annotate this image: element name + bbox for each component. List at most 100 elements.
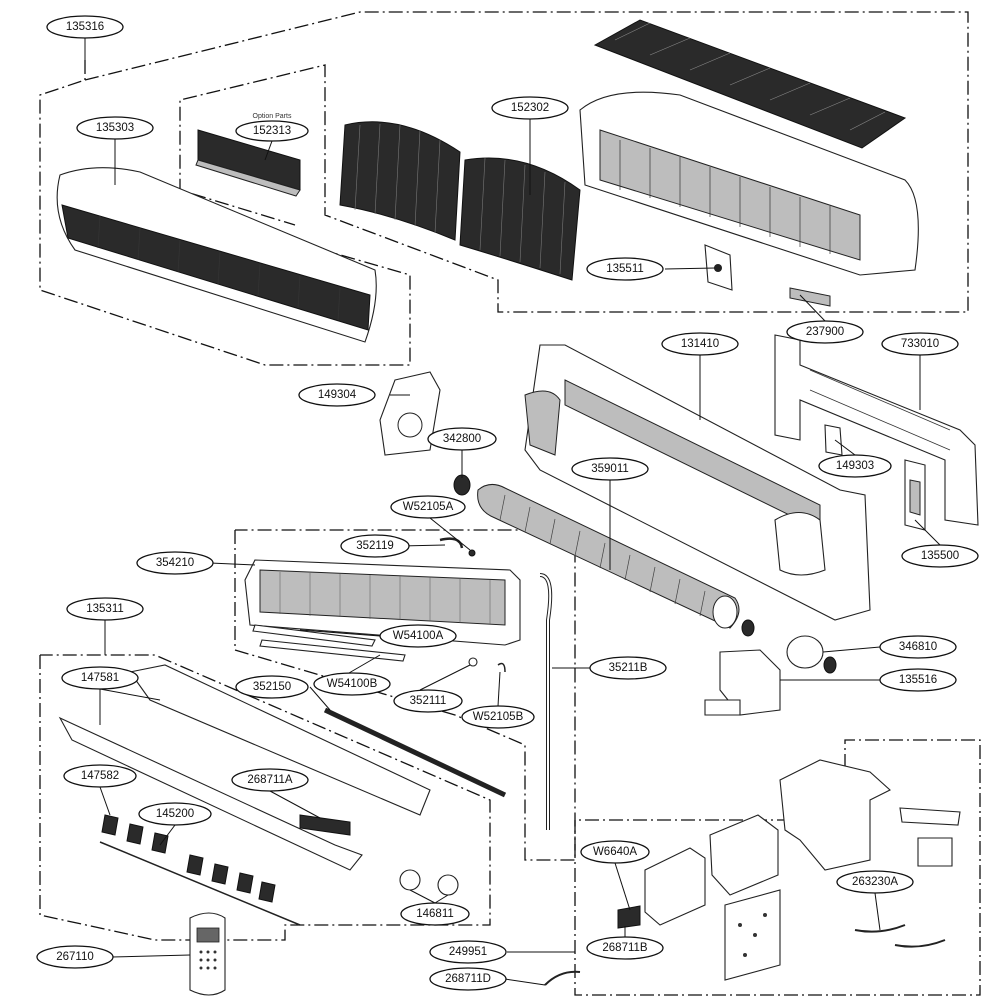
label-147581: 147581 — [61, 666, 139, 690]
label-135511: 135511 — [586, 257, 664, 281]
control-box-part — [544, 759, 961, 986]
bearing-holder-part — [379, 371, 441, 456]
label-267110: 267110 — [36, 945, 114, 969]
group-outline-evaporator — [234, 529, 576, 861]
label-text: 263230A — [852, 876, 898, 888]
label-text: 147581 — [81, 672, 119, 684]
label-text: 352111 — [410, 695, 447, 707]
cross-flow-fan-part — [477, 484, 740, 629]
label-text: W6640A — [593, 846, 637, 858]
clip-352111-part — [468, 657, 478, 667]
label-342800: 342800 — [427, 427, 497, 451]
group-outline-louver-assembly — [39, 654, 491, 941]
label-text: 135511 — [606, 263, 644, 275]
group-outline-top-assembly — [84, 11, 969, 313]
air-filter-part — [339, 121, 581, 281]
option-filter-part: Option Parts — [195, 113, 301, 197]
label-152313: 152313 — [235, 120, 309, 142]
label-354210: 354210 — [136, 551, 214, 575]
front-grille-part — [579, 19, 919, 307]
label-text: W52105B — [473, 711, 524, 723]
step-motor-part — [399, 869, 459, 896]
front-panel-part — [56, 167, 377, 343]
label-text: 354210 — [156, 557, 194, 569]
label-text: 145200 — [156, 808, 194, 820]
bracket-149303-part — [824, 424, 843, 456]
label-text: 268711D — [445, 973, 491, 985]
label-text: 147582 — [81, 770, 119, 782]
label-135516: 135516 — [879, 668, 957, 692]
label-135303: 135303 — [76, 116, 154, 140]
label-147582: 147582 — [63, 764, 137, 788]
label-346810: 346810 — [879, 635, 957, 659]
label-text: W54100A — [393, 630, 444, 642]
label-135311: 135311 — [66, 597, 144, 621]
label-text: 346810 — [899, 641, 937, 653]
label-352111: 352111 — [393, 689, 463, 713]
label-text: 249951 — [449, 946, 487, 958]
label-text: 268711B — [602, 942, 648, 954]
drain-pan-part — [58, 664, 431, 871]
label-text: 135316 — [66, 21, 104, 33]
label-149303: 149303 — [818, 454, 892, 478]
label-352150: 352150 — [235, 675, 309, 699]
drain-pipe-352150-part — [323, 707, 507, 798]
remote-control-part — [189, 912, 226, 996]
label-35211B: 35211B — [589, 656, 667, 680]
label-135316: 135316 — [46, 15, 124, 39]
label-text: 135311 — [86, 603, 124, 615]
label-237900: 237900 — [786, 320, 864, 344]
label-text: 342800 — [443, 433, 481, 445]
label-text: 352150 — [253, 681, 291, 693]
pipe-part — [539, 573, 553, 830]
label-text: 733010 — [901, 338, 939, 350]
louver-blades-part — [99, 814, 301, 926]
label-733010: 733010 — [881, 332, 959, 356]
label-text: 131410 — [681, 338, 719, 350]
group-outline-front-panel — [39, 60, 411, 366]
label-268711D: 268711D — [429, 967, 507, 991]
insulation-W54100B-part — [259, 639, 406, 662]
evaporator-part — [244, 559, 521, 646]
clip-W52105B-part — [497, 662, 506, 673]
label-249951: 249951 — [429, 940, 507, 964]
label-135500: 135500 — [901, 544, 979, 568]
fan-motor-part — [741, 619, 837, 674]
label-359011: 359011 — [571, 457, 649, 481]
tube-352119-part — [439, 537, 464, 549]
label-268711A: 268711A — [231, 768, 309, 792]
label-text: 237900 — [806, 326, 844, 338]
label-text: 359011 — [591, 463, 629, 475]
label-text: 146811 — [416, 908, 454, 920]
clip-W52105A-part — [468, 549, 476, 557]
label-text: W54100B — [327, 678, 378, 690]
label-352119: 352119 — [340, 534, 410, 558]
label-text: 35211B — [609, 662, 648, 674]
installation-plate-part — [774, 334, 979, 526]
label-text: 149304 — [318, 389, 357, 401]
display-pcb-part — [299, 814, 351, 836]
label-W54100B: W54100B — [313, 672, 391, 696]
label-text: 352119 — [356, 540, 394, 552]
bracket-135500-part — [904, 459, 926, 531]
motor-cover-part — [704, 649, 781, 716]
label-text: 135500 — [921, 550, 959, 562]
label-268711B: 268711B — [586, 936, 664, 960]
label-text: 267110 — [56, 951, 94, 963]
label-152302: 152302 — [491, 96, 569, 120]
label-149304: 149304 — [298, 383, 376, 407]
label-145200: 145200 — [138, 802, 212, 826]
label-text: 135303 — [96, 122, 134, 134]
option-parts-note: Option Parts — [253, 113, 292, 120]
label-text: 149303 — [836, 460, 874, 472]
insulation-W54100A-part — [252, 624, 376, 647]
label-text: W52105A — [403, 501, 454, 513]
chassis-part — [524, 344, 871, 621]
label-131410: 131410 — [661, 332, 739, 356]
label-text: 268711A — [247, 774, 293, 786]
label-W6640A: W6640A — [580, 840, 650, 864]
label-W52105B: W52105B — [461, 705, 535, 729]
label-263230A: 263230A — [836, 870, 914, 894]
label-146811: 146811 — [400, 902, 470, 926]
